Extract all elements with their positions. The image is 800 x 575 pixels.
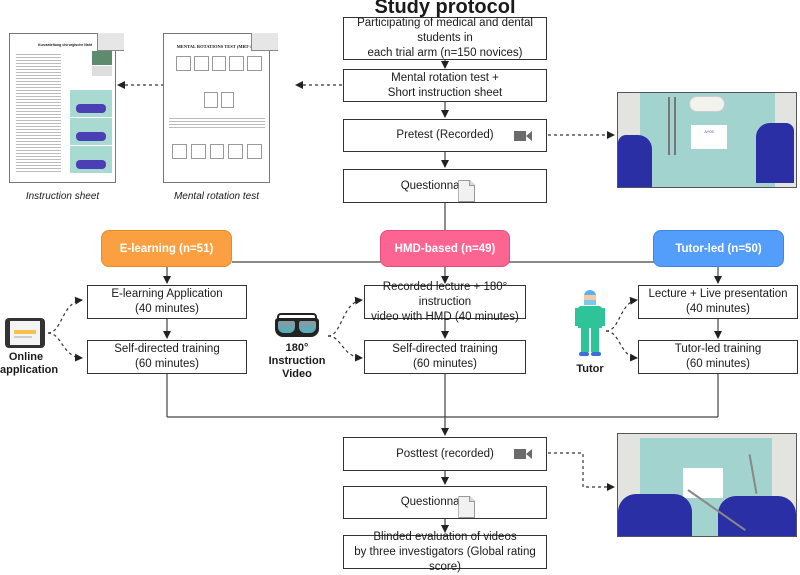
hmd-step1-box: Recorded lecture + 180° instruction vide…	[364, 281, 526, 323]
tutor-step1-box: Lecture + Live presentation (40 minutes)	[638, 285, 798, 319]
video-camera-icon	[514, 449, 532, 459]
hmd-step2-text: Self-directed training (60 minutes)	[392, 343, 498, 370]
questionnaire-pre-box: Questionnaire	[343, 169, 547, 203]
page-fold	[97, 33, 124, 51]
mental-rotation-text: Mental rotation test + Short instruction…	[387, 71, 503, 99]
arm-hmd-header: HMD-based (n=49)	[380, 230, 510, 267]
instruction-sheet-heading: Kurzanleitung chirurgische Naht	[37, 43, 93, 47]
tutor-label: Tutor	[576, 363, 604, 375]
participants-box: Participating of medical and dental stud…	[343, 17, 547, 60]
mental-rotation-test-document: MENTAL ROTATIONS TEST (MRT-A E)	[163, 33, 270, 183]
mental-rotation-box: Mental rotation test + Short instruction…	[343, 69, 547, 102]
evaluation-box: Blinded evaluation of videos by three in…	[343, 531, 547, 573]
instruction-sheet-caption: Instruction sheet	[25, 191, 100, 202]
instruction-video-label: 180° Instruction Video	[268, 342, 326, 380]
elearning-step1-text: E-learning Application (40 minutes)	[111, 288, 223, 315]
questionnaire-post-box: Questionnaire	[343, 486, 547, 519]
pretest-photo: AY05	[617, 92, 797, 188]
pretest-text: Pretest (Recorded)	[396, 129, 494, 141]
elearning-step2-box: Self-directed training (60 minutes)	[87, 340, 247, 374]
tablet-icon	[5, 318, 45, 348]
instruction-sheet-document: Kurzanleitung chirurgische Naht	[9, 33, 116, 183]
hmd-step1-text: Recorded lecture + 180° instruction vide…	[371, 280, 519, 323]
mrt-heading: MENTAL ROTATIONS TEST (MRT-A E)	[176, 44, 259, 49]
elearning-step2-text: Self-directed training (60 minutes)	[114, 343, 220, 370]
surgeon-icon	[575, 290, 605, 360]
evaluation-text: Blinded evaluation of videos by three in…	[354, 530, 536, 573]
page-fold	[251, 33, 278, 51]
document-icon	[458, 180, 476, 202]
posttest-box: Posttest (recorded)	[343, 437, 547, 471]
tutor-step1-text: Lecture + Live presentation (40 minutes)	[648, 288, 788, 315]
questionnaire-pre-text: Questionnaire	[400, 179, 473, 192]
arm-tutor-header: Tutor-led (n=50)	[653, 230, 784, 267]
tutor-step2-text: Tutor-led training (60 minutes)	[674, 343, 762, 370]
pretest-box: Pretest (Recorded)	[343, 119, 547, 152]
page-title: Study protocol	[374, 0, 516, 18]
questionnaire-post-text: Questionnaire	[400, 496, 473, 508]
tutor-step2-box: Tutor-led training (60 minutes)	[638, 340, 798, 374]
pretest-card: AY05	[691, 125, 727, 149]
arm-elearning-header: E-learning (n=51)	[101, 230, 232, 267]
online-application-label: Online application	[0, 351, 59, 376]
posttest-text: Posttest (recorded)	[396, 447, 494, 460]
posttest-photo	[617, 433, 797, 537]
mental-rotation-caption: Mental rotation test	[173, 191, 260, 202]
participants-text: Participating of medical and dental stud…	[357, 17, 533, 59]
video-camera-icon	[514, 130, 532, 141]
elearning-step1-box: E-learning Application (40 minutes)	[87, 285, 247, 319]
vr-headset-icon	[275, 313, 319, 339]
dashed-arrow-to-posttest-photo	[548, 452, 615, 491]
hmd-step2-box: Self-directed training (60 minutes)	[364, 340, 526, 374]
document-icon	[458, 496, 476, 518]
